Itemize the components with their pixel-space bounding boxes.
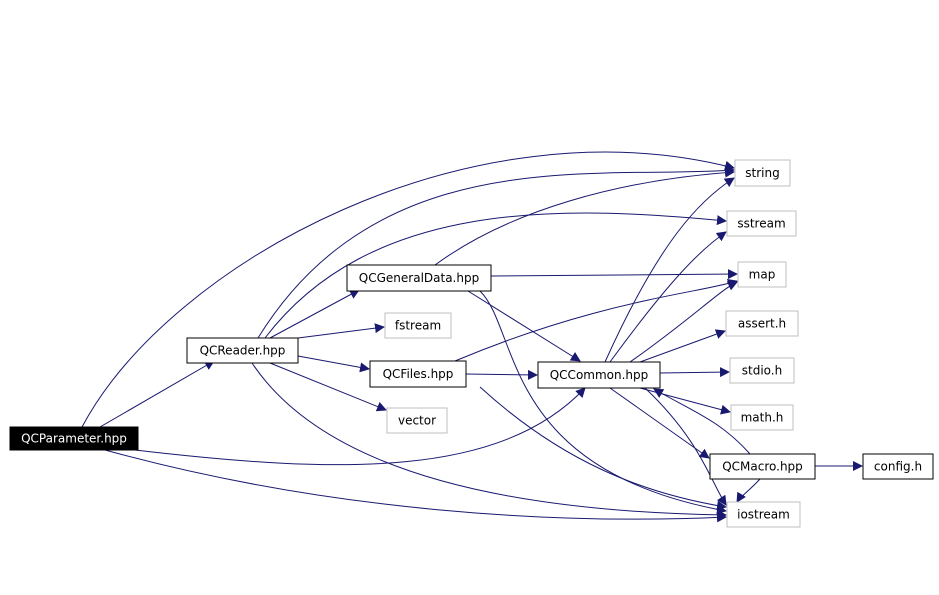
node-box: [729, 357, 795, 384]
node-box: [709, 453, 816, 480]
node-label: QCReader.hpp: [200, 344, 286, 358]
node-box: [386, 407, 448, 434]
edge-qccommon-to-math: [639, 387, 731, 415]
edge-qccommon-to-sstream: [609, 231, 727, 363]
node-box: [346, 264, 492, 292]
edge-qcfiles-to-map: [454, 279, 738, 362]
node-qcreader[interactable]: QCReader.hpp: [186, 337, 299, 364]
edge-qcreader-to-qcgeneraldata: [269, 289, 360, 339]
node-label: fstream: [395, 319, 441, 333]
node-box: [9, 426, 139, 451]
node-label: QCCommon.hpp: [550, 368, 649, 382]
node-box: [384, 312, 452, 339]
node-label: config.h: [874, 460, 922, 474]
node-fstream: fstream: [384, 312, 452, 339]
node-label: stdio.h: [742, 364, 782, 378]
edge-qcmacro-to-iostream: [736, 478, 761, 503]
node-sstream: sstream: [726, 210, 797, 237]
node-label: map: [749, 268, 776, 282]
node-box: [726, 210, 797, 237]
edge-qcreader-to-qcfiles: [297, 355, 370, 373]
edge-qcparameter-to-string: [81, 151, 735, 428]
node-label: iostream: [737, 508, 790, 522]
node-label: string: [745, 166, 779, 180]
edge-qcmacro-to-qccommon: [653, 388, 751, 455]
nodes-layer: QCParameter.hpp QCReader.hpp QCGeneralData…: [9, 159, 934, 528]
node-label: QCGeneralData.hpp: [359, 271, 479, 285]
node-box: [734, 159, 791, 187]
edge-qccommon-to-iostream: [644, 387, 727, 506]
edge-qccommon-to-assert: [639, 329, 726, 363]
edge-qccommon-to-qcmacro: [609, 387, 710, 459]
node-qcfiles[interactable]: QCFiles.hpp: [369, 360, 467, 388]
node-box: [726, 501, 801, 528]
edge-qcparameter-to-qccommon: [134, 387, 586, 466]
edge-qcreader-to-vector: [269, 362, 387, 412]
node-box: [186, 337, 299, 364]
node-box: [862, 453, 934, 480]
edge-qccommon-to-map: [629, 281, 738, 363]
edge-qcparameter-to-qcreader: [99, 360, 215, 428]
node-math: math.h: [730, 404, 794, 431]
node-box: [737, 261, 787, 288]
edge-qcreader-to-iostream: [251, 362, 727, 520]
edge-qcgeneraldata-to-qccommon: [467, 290, 581, 362]
node-label: vector: [398, 414, 436, 428]
edge-qccommon-to-stdio: [659, 367, 730, 378]
edge-qcgeneraldata-to-map: [490, 269, 738, 280]
node-label: QCParameter.hpp: [21, 432, 127, 446]
node-label: QCMacro.hpp: [722, 460, 803, 474]
edge-qcreader-to-sstream: [264, 212, 727, 339]
node-qcgeneraldata[interactable]: QCGeneralData.hpp: [346, 264, 492, 292]
node-qcmacro[interactable]: QCMacro.hpp: [709, 453, 816, 480]
node-label: sstream: [737, 217, 785, 231]
node-qcparameter[interactable]: QCParameter.hpp: [9, 426, 139, 451]
node-iostream: iostream: [726, 501, 801, 528]
edge-qcparameter-to-iostream: [104, 449, 727, 523]
edge-qcreader-to-fstream: [297, 323, 385, 339]
edge-qcfiles-to-iostream: [479, 386, 727, 511]
edge-qcgeneraldata-to-string: [434, 167, 735, 266]
node-map: map: [737, 261, 787, 288]
node-label: math.h: [741, 411, 784, 425]
edge-qcgeneraldata-to-iostream: [479, 290, 727, 515]
node-box: [369, 360, 467, 388]
node-vector: vector: [386, 407, 448, 434]
edge-qcreader-to-string: [257, 165, 735, 339]
node-box: [537, 361, 661, 389]
node-box: [730, 404, 794, 431]
edge-qccommon-to-string: [604, 177, 735, 363]
node-assert: assert.h: [725, 310, 799, 337]
node-label: QCFiles.hpp: [383, 367, 454, 381]
node-qccommon[interactable]: QCCommon.hpp: [537, 361, 661, 389]
edges-layer: [81, 151, 863, 523]
node-stdio: stdio.h: [729, 357, 795, 384]
node-label: assert.h: [738, 317, 786, 331]
node-config[interactable]: config.h: [862, 453, 934, 480]
node-string: string: [734, 159, 791, 187]
edge-qcfiles-to-qccommon: [465, 369, 538, 380]
node-box: [725, 310, 799, 337]
